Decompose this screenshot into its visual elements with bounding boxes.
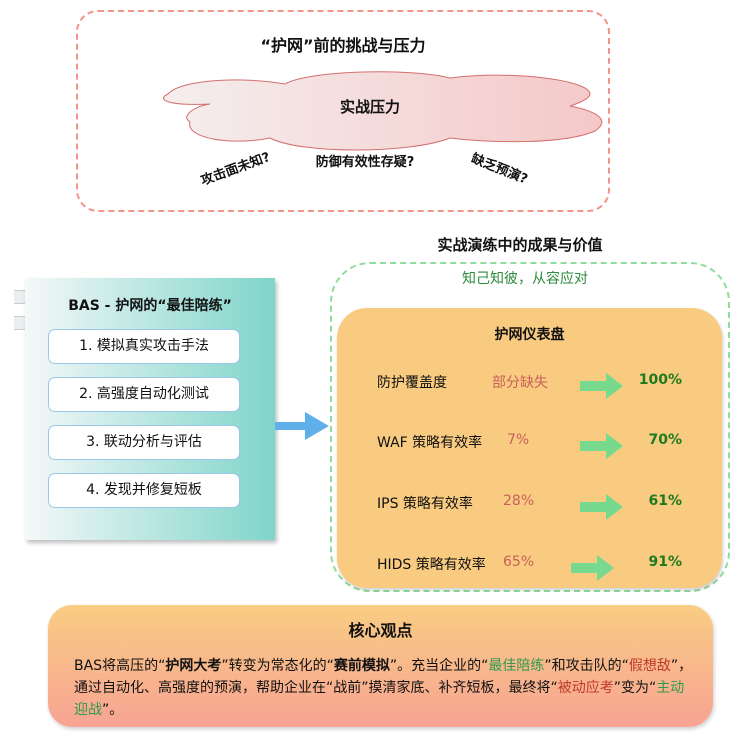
question-defense-effectiveness: 防御有效性存疑? — [315, 155, 415, 170]
text-segment: ”。 — [102, 702, 124, 718]
metric-after: 91% — [648, 554, 682, 570]
metric-before: 28% — [503, 493, 535, 509]
metric-after: 61% — [648, 493, 682, 509]
highlight-red: 假想敌 — [628, 658, 671, 674]
metric-before: 部分缺失 — [492, 375, 548, 391]
bas-panel: BAS - 护网的“最佳陪练” 1. 模拟真实攻击手法 2. 高强度自动化测试 … — [25, 278, 275, 540]
challenges-container — [76, 10, 610, 212]
core-text: BAS将高压的“护网大考”转变为常态化的“赛前模拟”。充当企业的“最佳陪练”和攻… — [74, 655, 695, 721]
highlight-bold: 赛前模拟 — [333, 658, 390, 674]
step-1: 1. 模拟真实攻击手法 — [48, 329, 240, 364]
core-viewpoint: 核心观点 BAS将高压的“护网大考”转变为常态化的“赛前模拟”。充当企业的“最佳… — [48, 605, 713, 727]
bas-title: BAS - 护网的“最佳陪练” — [68, 298, 232, 314]
text-segment: ”转变为常态化的“ — [221, 658, 334, 674]
step-4: 4. 发现并修复短板 — [48, 473, 240, 508]
results-subtitle: 知己知彼，从容应对 — [462, 271, 588, 287]
highlight-bold: 护网大考 — [165, 658, 222, 674]
highlight-green: 最佳陪练 — [488, 658, 545, 674]
cloud-label: 实战压力 — [339, 98, 400, 116]
metric-before: 7% — [507, 432, 530, 448]
metric-label: IPS 策略有效率 — [377, 496, 473, 512]
metric-label: HIDS 策略有效率 — [377, 557, 486, 573]
arrow-right-icon — [580, 494, 623, 520]
challenges-title: “护网”前的挑战与压力 — [260, 36, 426, 55]
dashboard: 护网仪表盘 防护覆盖度 部分缺失 100% WAF 策略有效率 7% 70% I… — [337, 308, 722, 588]
pressure-cloud — [162, 71, 603, 151]
text-segment: ”和攻击队的“ — [544, 658, 629, 674]
highlight-green: 主动迎战 — [74, 680, 685, 718]
metric-label: WAF 策略有效率 — [377, 435, 483, 451]
metric-row: WAF 策略有效率 7% 70% — [337, 432, 722, 459]
arrow-right-icon — [580, 433, 623, 459]
text-segment: ”。充当企业的“ — [389, 658, 489, 674]
core-title: 核心观点 — [348, 621, 413, 640]
dashboard-title: 护网仪表盘 — [494, 327, 565, 343]
panel-tab — [14, 290, 28, 304]
metric-row: IPS 策略有效率 28% 61% — [337, 493, 722, 520]
metric-after: 70% — [648, 432, 682, 448]
results-title: 实战演练中的成果与价值 — [437, 236, 603, 254]
text-segment: BAS将高压的“ — [74, 658, 166, 674]
results-container — [330, 262, 730, 592]
step-2: 2. 高强度自动化测试 — [48, 377, 240, 412]
metric-label: 防护覆盖度 — [377, 375, 447, 391]
metric-row: HIDS 策略有效率 65% 91% — [337, 554, 722, 581]
text-segment: ”，通过自动化、高强度的预演，帮助企业在“战前”摸清家底、补齐短板，最终将“ — [74, 658, 693, 696]
highlight-red: 被动应考 — [557, 680, 614, 696]
flow-arrow-icon — [275, 412, 329, 440]
panel-tab — [14, 316, 28, 330]
metric-row: 防护覆盖度 部分缺失 100% — [337, 372, 722, 399]
arrow-right-icon — [571, 555, 614, 581]
text-segment: ”变为“ — [613, 680, 657, 696]
arrow-right-icon — [580, 373, 623, 399]
step-3: 3. 联动分析与评估 — [48, 425, 240, 460]
metric-after: 100% — [638, 372, 682, 388]
metric-before: 65% — [503, 554, 535, 570]
